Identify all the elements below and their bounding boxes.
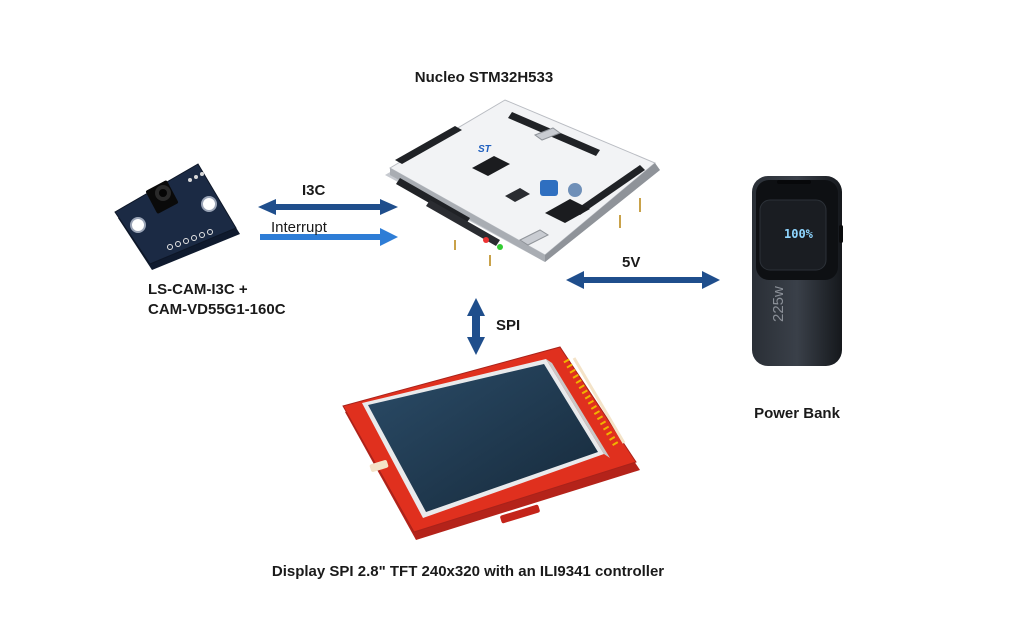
power-bank-image <box>752 176 843 366</box>
spi-label: SPI <box>496 317 521 334</box>
camera-label-line1: LS-CAM-I3C + <box>148 281 248 298</box>
camera-label-line2: CAM-VD55G1-160C <box>148 301 286 318</box>
power-bank-label: Power Bank <box>754 405 840 422</box>
i3c-arrow <box>258 199 398 215</box>
power-bank-rating-text: 225w <box>770 286 787 322</box>
power-5v-label: 5V <box>622 254 641 271</box>
power-5v-arrow <box>566 271 720 289</box>
interrupt-label: Interrupt <box>271 219 327 236</box>
nucleo-board-image <box>385 99 660 266</box>
interrupt-arrow <box>260 228 398 246</box>
camera-module-image <box>114 163 240 270</box>
power-bank-screen-readout: 100% <box>784 227 814 241</box>
spi-arrow <box>467 298 485 355</box>
display-label: Display SPI 2.8" TFT 240x320 with an ILI… <box>271 563 665 580</box>
tft-display-image <box>342 346 640 540</box>
st-logo: ST <box>478 144 492 155</box>
i3c-label: I3C <box>302 182 326 199</box>
nucleo-label: Nucleo STM32H533 <box>414 69 554 86</box>
